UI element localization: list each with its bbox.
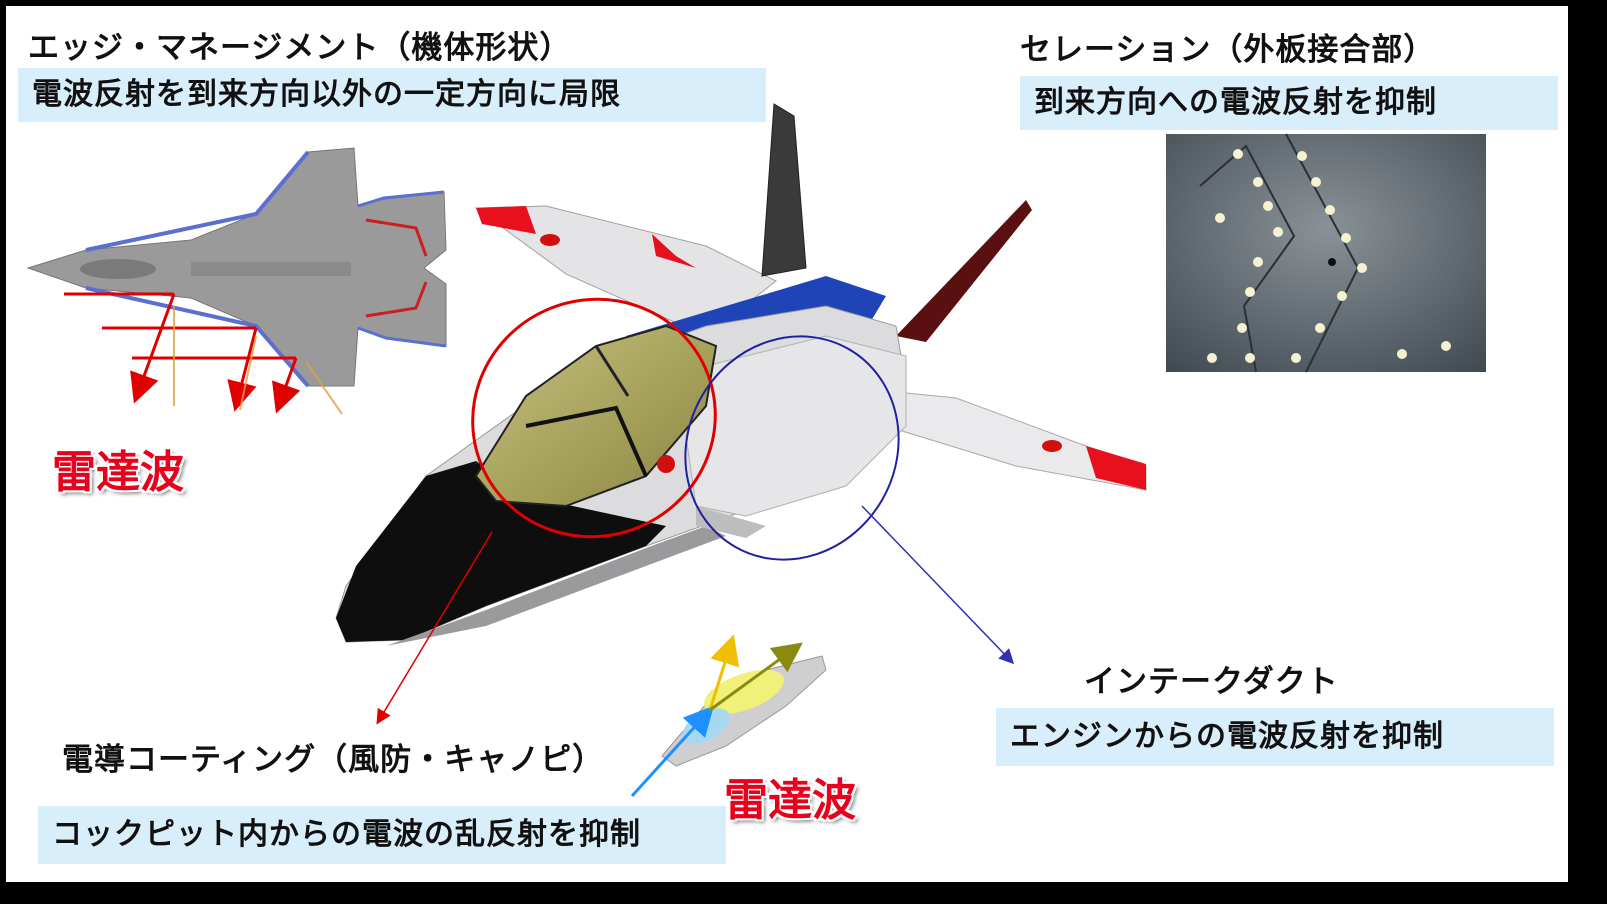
radar-wave-label-left: 雷達波 <box>52 447 184 498</box>
canopy-highlight-circle <box>471 297 717 539</box>
edge-management-title: エッジ・マネージメント（機体形状） <box>28 30 572 66</box>
reflection-rays <box>64 292 301 414</box>
intake-highlight-circle <box>684 335 900 561</box>
coating-title: 電導コーティング（風防・キャノピ） <box>62 742 605 778</box>
canopy-scatter-figure <box>630 634 827 798</box>
intake-duct-title: インテークダクト <box>1084 664 1339 700</box>
serration-desc: 到来方向への電波反射を抑制 <box>1020 76 1558 130</box>
serration-title: セレーション（外板接合部） <box>1020 32 1436 68</box>
radar-wave-label-bottom: 雷達波 <box>724 775 856 826</box>
serration-photo <box>1166 133 1486 373</box>
edge-management-desc: 電波反射を到来方向以外の一定方向に局限 <box>18 68 766 122</box>
stealth-diagram: エッジ・マネージメント（機体形状） 電波反射を到来方向以外の一定方向に局限 セレ… <box>6 6 1568 882</box>
coating-desc: コックピット内からの電波の乱反射を抑制 <box>38 806 726 864</box>
coating-leader-line <box>376 531 493 725</box>
top-view-aircraft <box>26 147 447 415</box>
intake-duct-desc: エンジンからの電波反射を抑制 <box>996 708 1554 766</box>
aircraft-illustration <box>26 103 1486 798</box>
intake-leader-line <box>861 505 1015 665</box>
main-aircraft <box>335 103 1147 725</box>
